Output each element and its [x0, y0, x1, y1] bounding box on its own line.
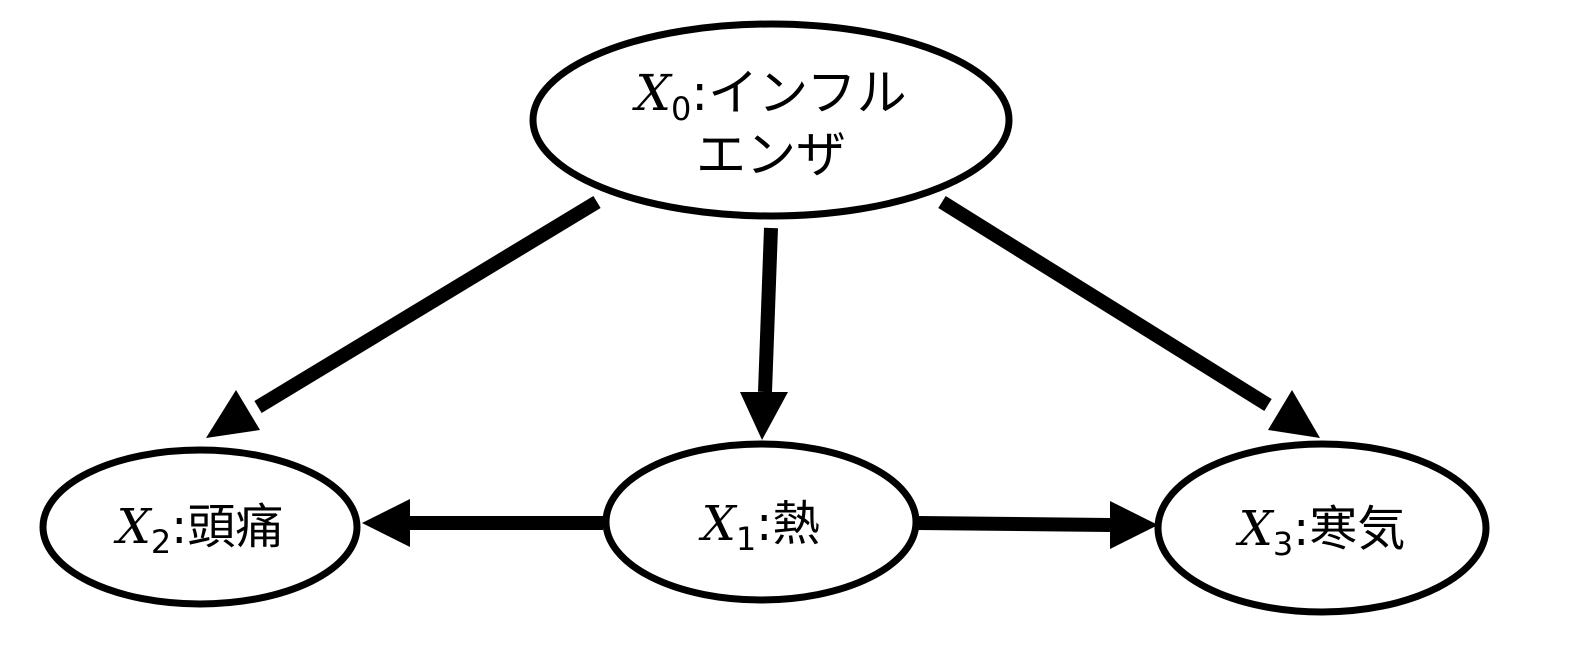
- node-x2-headache: X2:頭痛: [39, 446, 361, 608]
- edge-x0-x3: [938, 196, 1320, 438]
- arrowhead: [362, 499, 410, 547]
- arrowhead: [206, 390, 260, 438]
- node-x0-influenza: X0:インフル エンザ: [529, 20, 1013, 220]
- variable-subscript: 1: [736, 520, 756, 558]
- variable-letter: X: [698, 496, 738, 552]
- node-label-line2: エンザ: [696, 126, 846, 184]
- edge-line: [917, 516, 1111, 532]
- node-x3-chills: X3:寒気: [1154, 440, 1490, 616]
- node-text: :寒気: [1293, 501, 1405, 557]
- node-text: :インフル: [691, 64, 906, 122]
- node-text: :熱: [756, 496, 820, 552]
- node-text: :頭痛: [171, 499, 283, 555]
- node-ellipse: [39, 446, 361, 608]
- arrowhead: [740, 392, 788, 440]
- arrowhead: [1110, 501, 1158, 549]
- node-ellipse: [529, 20, 1013, 220]
- variable-subscript: 0: [671, 90, 691, 128]
- edge-x0-x1: [740, 227, 788, 440]
- node-ellipse: [1154, 440, 1490, 616]
- edge-line: [938, 196, 1272, 411]
- variable-letter: X: [1235, 501, 1275, 557]
- node-x1-fever: X1:熱: [602, 440, 920, 604]
- edge-x1-x2: [362, 499, 603, 547]
- arrowhead: [1268, 390, 1320, 438]
- node-label: X2:頭痛: [113, 499, 284, 561]
- node-ellipse: [602, 440, 920, 604]
- edge-x1-x3: [917, 501, 1158, 549]
- edge-line: [758, 227, 778, 393]
- edge-x0-x2: [206, 196, 601, 438]
- node-label-line1: X0:インフル: [631, 64, 906, 128]
- variable-subscript: 2: [151, 523, 171, 561]
- variable-letter: X: [631, 64, 673, 122]
- node-label: X1:熱: [698, 496, 821, 558]
- edge-line: [254, 196, 601, 413]
- variable-letter: X: [113, 499, 153, 555]
- node-label: X3:寒気: [1235, 501, 1406, 563]
- variable-subscript: 3: [1273, 525, 1293, 563]
